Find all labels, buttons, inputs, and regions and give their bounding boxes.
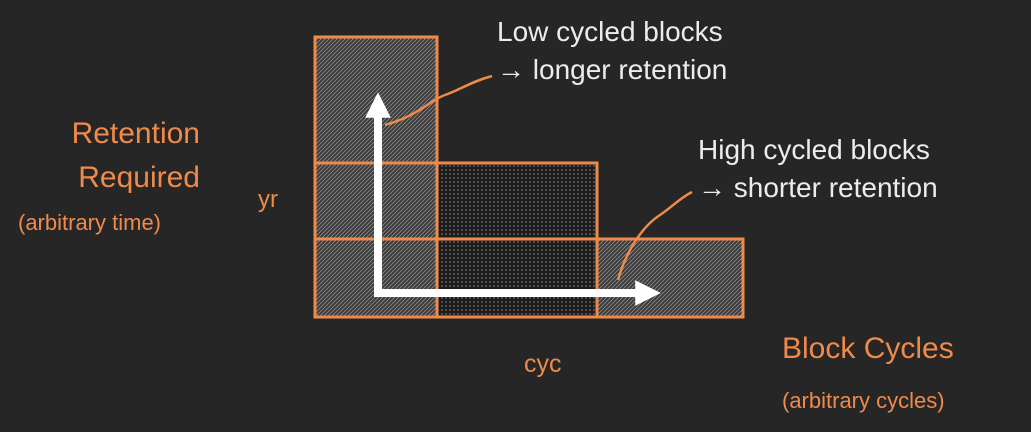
y-axis-title-line2: Required	[78, 161, 200, 194]
low-cycled-leader-line	[384, 74, 493, 127]
high-cycled-leader-line	[616, 190, 693, 281]
low-cycled-label-line1: Low cycled blocks	[497, 16, 723, 47]
block-cell	[435, 161, 599, 241]
low-cycled-label-line2: → longer retention	[497, 54, 728, 85]
high-cycled-label-line1: High cycled blocks	[698, 134, 930, 165]
y-axis-title: Retention Required	[40, 112, 200, 200]
block-column-high-cycles	[595, 237, 745, 319]
block-column-mid-cycles	[435, 161, 599, 319]
y-axis-unit: yr	[258, 186, 278, 213]
y-axis-title-line1: Retention	[71, 117, 200, 150]
x-axis-title: Block Cycles	[782, 332, 954, 365]
high-cycled-label-line2: → shorter retention	[698, 172, 938, 203]
x-axis-subtitle: (arbitrary cycles)	[782, 388, 945, 413]
x-axis-unit: cyc	[524, 350, 562, 378]
block-cell	[595, 237, 745, 319]
y-axis-subtitle: (arbitrary time)	[18, 210, 162, 235]
block-cell	[435, 237, 599, 319]
